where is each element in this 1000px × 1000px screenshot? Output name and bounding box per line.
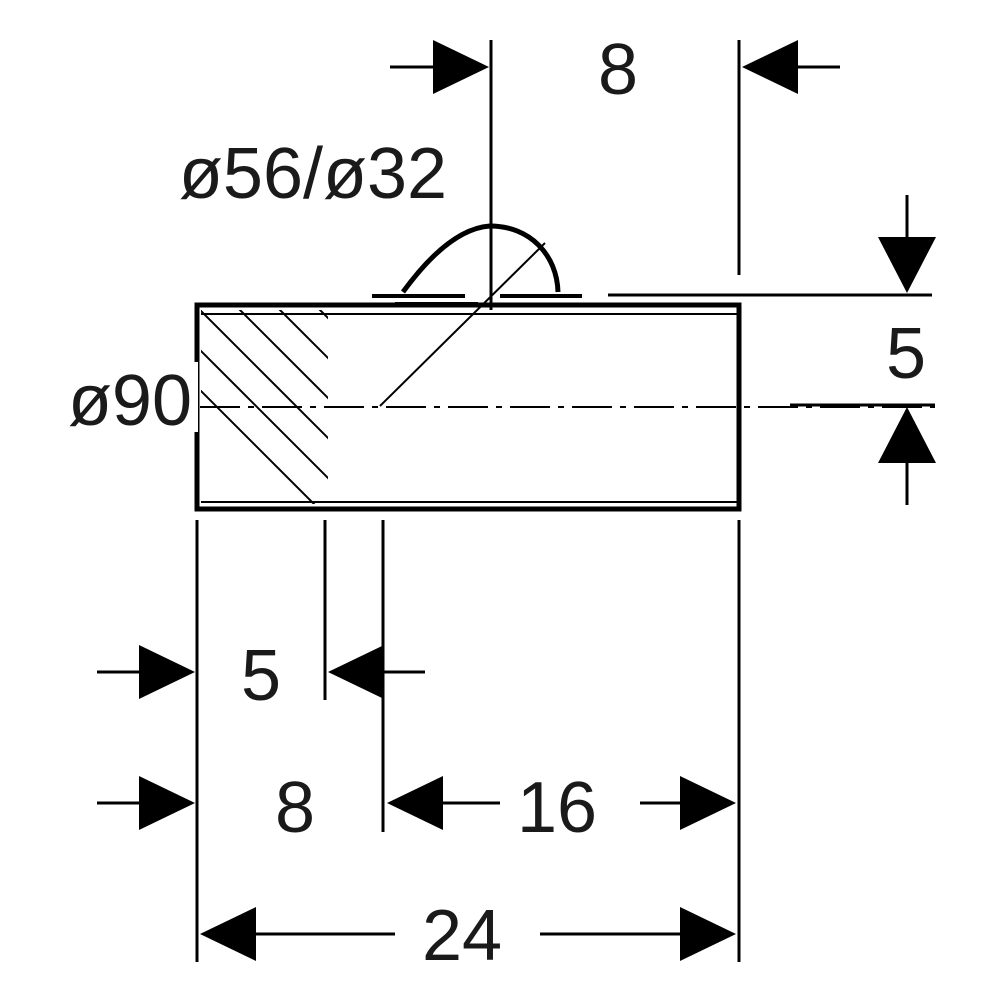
dome-left-arc bbox=[400, 223, 491, 294]
total-dim-arrow-right bbox=[680, 907, 736, 961]
top-dim-arrow-right bbox=[742, 40, 798, 94]
diameter-leader-line bbox=[379, 242, 546, 407]
right-width-label: 16 bbox=[517, 768, 597, 848]
top-width-label: 8 bbox=[598, 30, 638, 110]
top-dim-arrow-left bbox=[433, 40, 489, 94]
right-dim-arrow-top bbox=[878, 237, 936, 293]
hole-diameters-label: ø56/ø32 bbox=[179, 134, 447, 214]
right-dim-arrow-bottom bbox=[878, 407, 936, 463]
width16-dim-arrow-left bbox=[387, 776, 443, 830]
total-width-label: 24 bbox=[422, 896, 502, 976]
dome-right-arc bbox=[489, 223, 561, 293]
left-width-label: 8 bbox=[275, 768, 315, 848]
right-height-label: 5 bbox=[886, 314, 926, 394]
hatch-dim-arrow-right bbox=[328, 645, 384, 699]
width16-dim-arrow-right bbox=[680, 776, 736, 830]
outer-diameter-label: ø90 bbox=[68, 361, 192, 441]
left-dim-arrow bbox=[139, 776, 195, 830]
hatch-dim-arrow-left bbox=[139, 645, 195, 699]
hatch-width-label: 5 bbox=[241, 636, 281, 716]
outer-diameter-label-mask bbox=[62, 362, 198, 432]
hatched-section bbox=[201, 310, 328, 504]
total-dim-arrow-left bbox=[200, 907, 256, 961]
